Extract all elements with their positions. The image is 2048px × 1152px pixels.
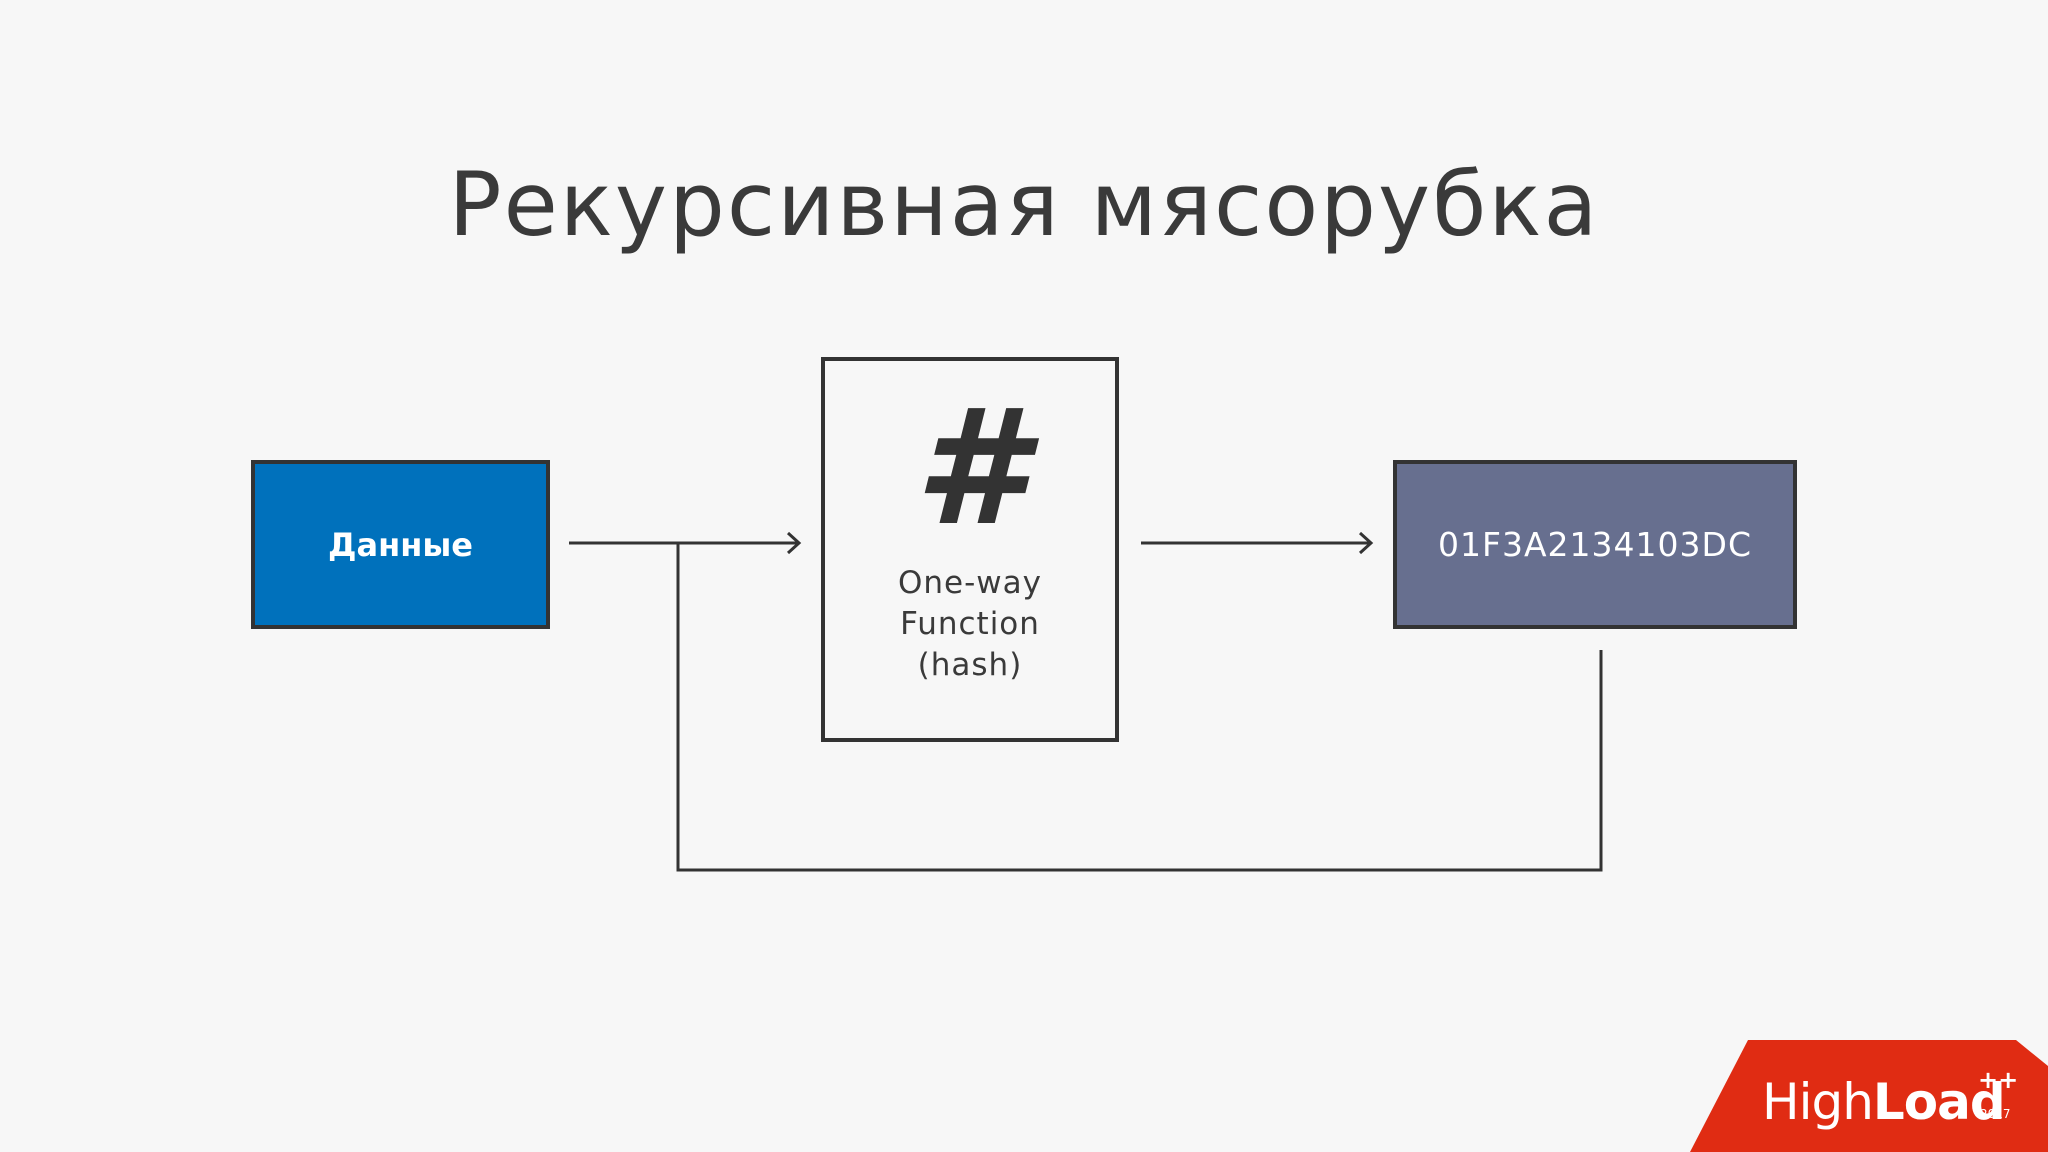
logo-background — [1690, 1040, 2048, 1152]
hash-icon: # — [914, 374, 1026, 561]
hash-output-value: 01F3A2134103DC — [1438, 525, 1752, 564]
logo-name-light: High — [1762, 1073, 1874, 1131]
hash-label-line-2: Function — [900, 606, 1040, 642]
input-data-box: Данные — [251, 460, 550, 629]
hash-label-line-3: (hash) — [917, 647, 1023, 683]
logo-name-bold: Load — [1872, 1073, 2006, 1131]
logo-superscript: ++ — [1978, 1066, 2019, 1094]
slide-title: Рекурсивная мясорубка — [448, 153, 1600, 256]
hash-function-label: One-way Function (hash) — [898, 563, 1042, 686]
arrowhead-to-result — [1358, 531, 1374, 555]
input-data-label: Данные — [328, 525, 473, 564]
hash-function-box: # One-way Function (hash) — [821, 357, 1119, 742]
arrowhead-to-hash — [786, 531, 802, 555]
highload-logo: HighLoad — [1762, 1072, 2006, 1132]
edge-feedback-loop — [676, 543, 1603, 872]
hash-label-line-1: One-way — [897, 565, 1042, 601]
hash-output-box: 01F3A2134103DC — [1393, 460, 1797, 629]
logo-year: 2017 — [1980, 1107, 2011, 1121]
